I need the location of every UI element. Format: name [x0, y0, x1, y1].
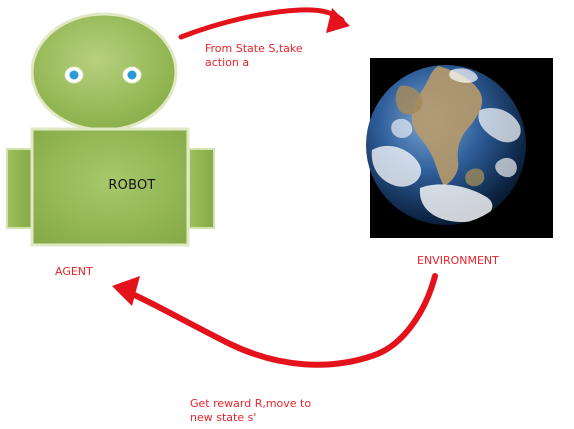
- reward-label: Get reward R,move to new state s': [190, 397, 311, 425]
- robot-right-arm: [188, 148, 215, 229]
- reward-label-line1: Get reward R,move to: [190, 397, 312, 410]
- agent-label: AGENT: [55, 265, 93, 278]
- curved-arrow-left-icon: [112, 273, 438, 368]
- robot-body: [30, 127, 190, 247]
- robot-left-arm: [6, 148, 33, 229]
- action-label: From State S,take action a: [205, 42, 303, 70]
- reward-label-line2: new state s': [190, 411, 257, 424]
- action-label-line2: action a: [205, 56, 250, 69]
- curved-arrow-right-icon: [178, 7, 350, 40]
- environment-label: ENVIRONMENT: [417, 254, 499, 267]
- robot-label: ROBOT: [108, 178, 156, 193]
- action-label-line1: From State S,take: [205, 42, 303, 55]
